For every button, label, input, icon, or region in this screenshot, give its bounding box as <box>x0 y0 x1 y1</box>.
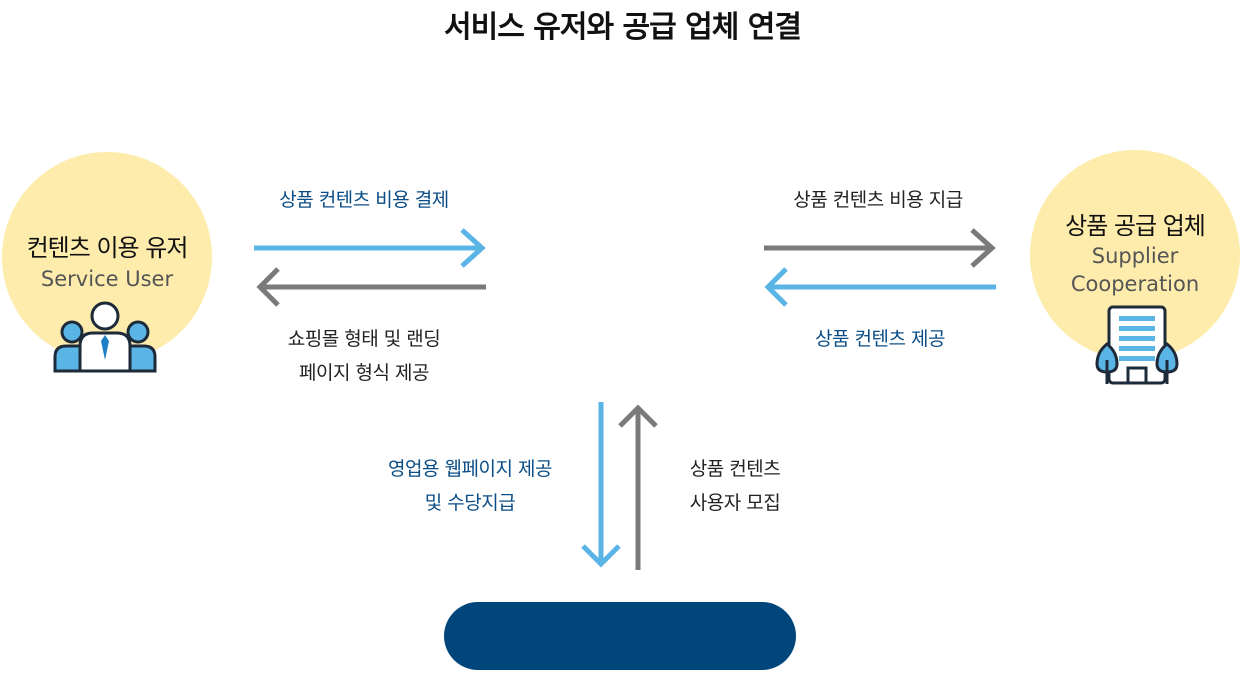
label-down-line2: 및 수당지급 <box>424 492 516 514</box>
arrow-left-blue-right <box>764 267 996 307</box>
arrow-left-gray-left <box>256 267 486 307</box>
supplier-subtitle-line2: Cooperation <box>1070 272 1200 296</box>
arrow-up-gray <box>618 404 658 570</box>
label-supplier-payout: 상품 컨텐츠 비용 지급 <box>793 189 963 211</box>
label-user-payment: 상품 컨텐츠 비용 결제 <box>279 189 449 211</box>
supplier-subtitle-line1: Supplier <box>1091 244 1179 268</box>
arrow-down-blue <box>581 402 621 568</box>
office-building-icon <box>1095 305 1179 385</box>
supplier-title: 상품 공급 업체 <box>1065 212 1206 240</box>
label-up-line2: 사용자 모집 <box>689 492 781 514</box>
service-user-title: 컨텐츠 이용 유저 <box>26 234 189 262</box>
users-icon <box>53 301 157 373</box>
label-shop-landing-line2: 페이지 형식 제공 <box>299 362 429 384</box>
label-down-line1: 영업용 웹페이지 제공 <box>388 458 552 480</box>
page-title: 서비스 유저와 공급 업체 연결 <box>444 10 802 45</box>
arrow-right-gray-right <box>764 228 996 268</box>
label-supplier-provide: 상품 컨텐츠 제공 <box>815 328 945 350</box>
service-user-subtitle: Service User <box>40 267 174 291</box>
arrow-right-blue-left <box>254 228 486 268</box>
label-shop-landing-line1: 쇼핑몰 형태 및 랜딩 <box>287 328 441 350</box>
label-up-line1: 상품 컨텐츠 <box>689 458 781 480</box>
bottom-platform-pill <box>444 602 796 670</box>
